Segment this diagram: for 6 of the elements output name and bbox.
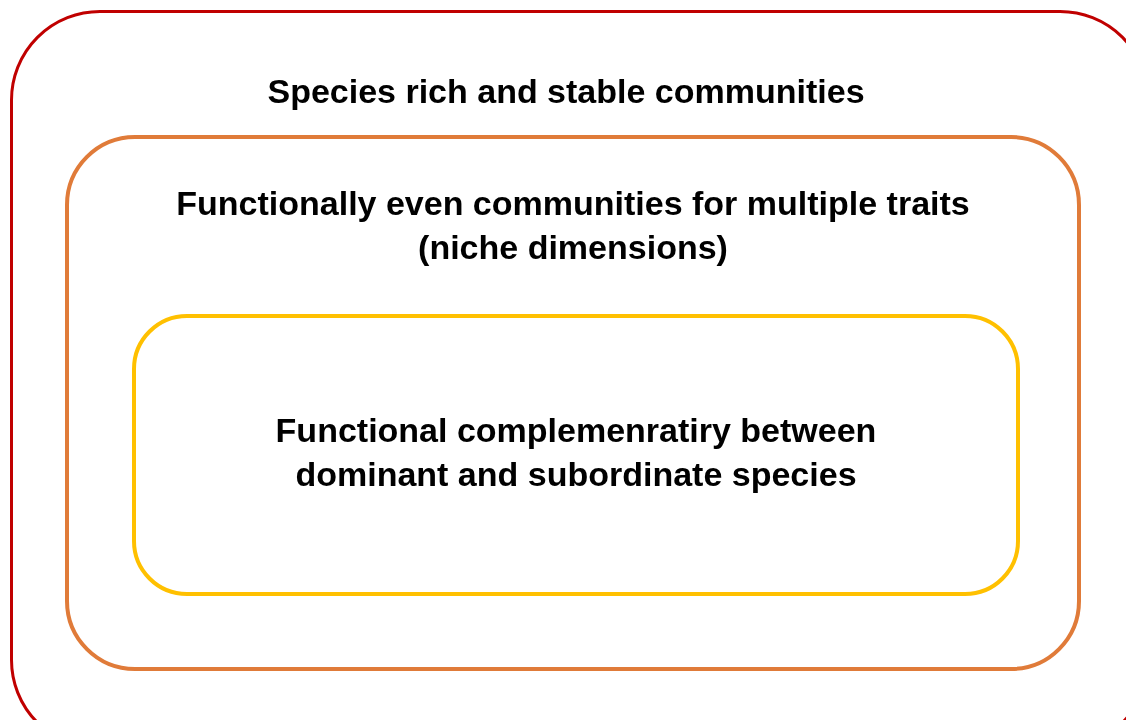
box-heading: Species rich and stable communities bbox=[267, 71, 865, 112]
box-heading: Functionally even communities for multiple traits (niche dimensions) bbox=[175, 183, 971, 268]
box-heading: Functional complemenratiry between dominant and subordinate species bbox=[274, 410, 878, 495]
nested-box bbox=[10, 10, 1126, 720]
nested-box bbox=[132, 314, 1020, 596]
nested-box bbox=[65, 135, 1081, 671]
